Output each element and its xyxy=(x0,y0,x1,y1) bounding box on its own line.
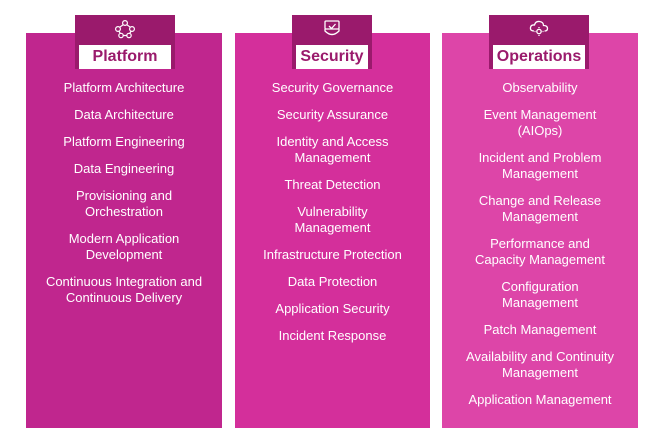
list-item: Modern Application Development xyxy=(68,231,180,262)
list-item: Configuration Management xyxy=(501,279,579,310)
security-header: Security xyxy=(292,15,372,69)
shield-check-icon xyxy=(321,19,343,39)
security-list: Security Governance Security Assurance I… xyxy=(235,80,430,355)
operations-column xyxy=(442,33,638,428)
list-item: Provisioning and Orchestration xyxy=(75,188,173,219)
platform-column xyxy=(26,33,222,428)
list-item: Vulnerability Management xyxy=(294,204,371,235)
list-item: Application Management xyxy=(468,392,612,407)
security-column xyxy=(235,33,430,428)
cloud-gear-icon xyxy=(528,19,550,39)
network-nodes-icon xyxy=(114,19,136,39)
list-item: Security Governance xyxy=(271,80,394,95)
list-item: Platform Architecture xyxy=(63,80,185,95)
operations-title: Operations xyxy=(493,45,585,69)
platform-title: Platform xyxy=(79,45,171,69)
operations-list: Observability Event Management (AIOps) I… xyxy=(442,80,638,419)
list-item: Infrastructure Protection xyxy=(263,247,402,262)
list-item: Change and Release Management xyxy=(478,193,602,224)
list-item: Application Security xyxy=(275,301,390,316)
list-item: Performance and Capacity Management xyxy=(474,236,606,267)
platform-header: Platform xyxy=(75,15,175,69)
list-item: Observability xyxy=(502,80,578,95)
list-item: Data Architecture xyxy=(74,107,174,122)
platform-list: Platform Architecture Data Architecture … xyxy=(26,80,222,317)
list-item: Patch Management xyxy=(483,322,597,337)
list-item: Platform Engineering xyxy=(63,134,185,149)
list-item: Data Engineering xyxy=(73,161,175,176)
operations-header: Operations xyxy=(489,15,589,69)
list-item: Threat Detection xyxy=(284,177,381,192)
list-item: Incident and Problem Management xyxy=(478,150,602,181)
list-item: Identity and Access Management xyxy=(276,134,389,165)
list-item: Data Protection xyxy=(287,274,378,289)
security-title: Security xyxy=(296,45,368,69)
list-item: Availability and Continuity Management xyxy=(466,349,614,380)
list-item: Event Management (AIOps) xyxy=(483,107,597,138)
list-item: Security Assurance xyxy=(276,107,389,122)
list-item: Incident Response xyxy=(278,328,387,343)
list-item: Continuous Integration and Continuous De… xyxy=(45,274,203,305)
